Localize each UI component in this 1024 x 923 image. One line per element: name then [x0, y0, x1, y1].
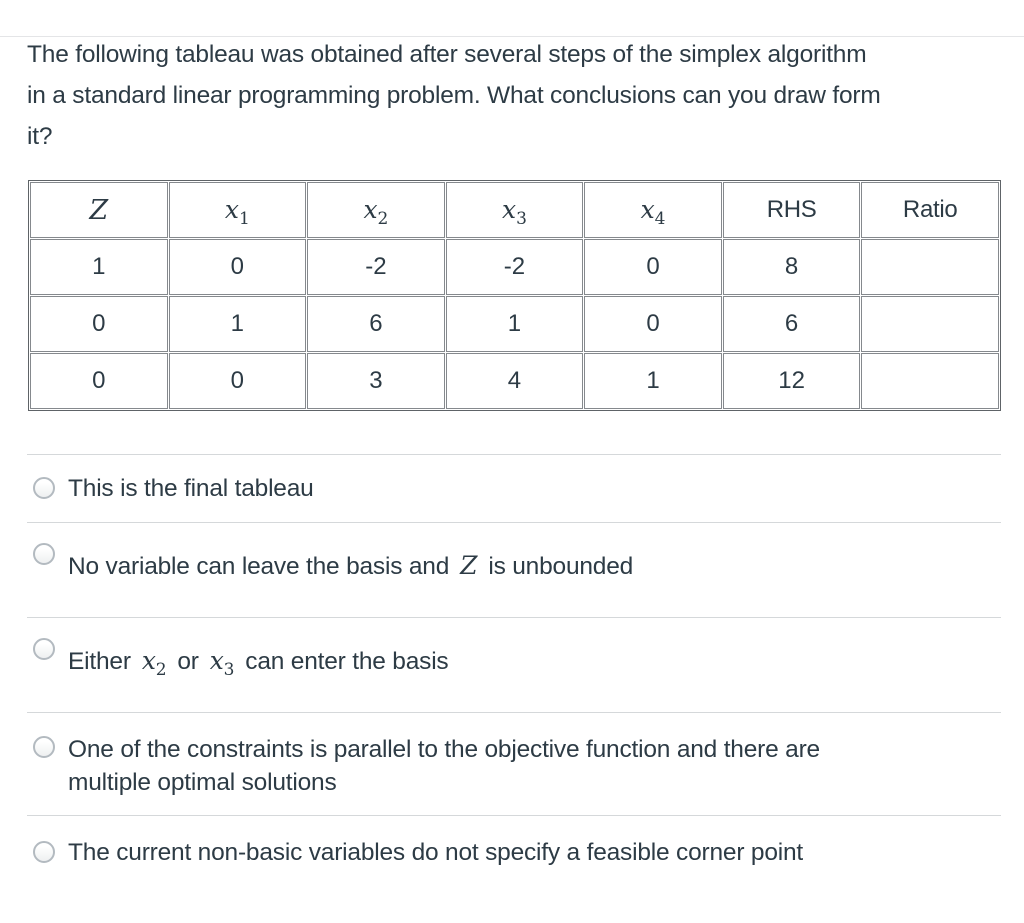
tableau-cell: 1 — [584, 353, 722, 409]
math-symbol: x — [363, 195, 378, 224]
tableau-header-row: Z x1 x2 x3 x4 RHS Ratio — [30, 182, 999, 238]
tableau-cell: 8 — [722, 239, 861, 295]
answer-text: is unbounded — [488, 553, 634, 580]
tableau-cell: 0 — [584, 296, 722, 352]
radio-button[interactable] — [33, 638, 55, 660]
answer-options: This is the final tableau No variable ca… — [27, 454, 1001, 899]
top-divider — [0, 36, 1024, 37]
radio-button[interactable] — [33, 477, 55, 499]
tableau-body: 1 0 -2 -2 0 8 0 1 6 1 0 6 0 0 3 4 1 12 — [30, 239, 999, 409]
tableau-cell: 1 — [168, 296, 307, 352]
answer-option-label: This is the final tableau — [68, 473, 314, 505]
answer-option-label: Either x2 or x3 can enter the basis — [68, 638, 449, 684]
answer-text: This is the final tableau — [68, 475, 314, 502]
answer-text: One of the constraints is parallel to th… — [68, 736, 820, 763]
tableau-cell: 3 — [307, 353, 445, 409]
math-symbol: x3 — [209, 646, 235, 680]
math-symbol: x — [502, 195, 517, 224]
answer-option-1[interactable]: This is the final tableau — [27, 454, 1001, 522]
answer-option-3[interactable]: Either x2 or x3 can enter the basis — [27, 617, 1001, 712]
tableau-cell: 0 — [168, 239, 307, 295]
answer-text: The current non-basic variables do not s… — [68, 839, 804, 866]
tableau-row: 0 1 6 1 0 6 — [30, 296, 999, 352]
answer-option-5[interactable]: The current non-basic variables do not s… — [27, 815, 1001, 899]
tableau-cell: 1 — [445, 296, 584, 352]
answer-text: Either — [68, 648, 131, 675]
simplex-tableau: Z x1 x2 x3 x4 RHS Ratio 1 0 -2 -2 0 8 0 … — [28, 180, 1001, 411]
tableau-cell: 0 — [30, 353, 168, 409]
tableau-cell: 6 — [307, 296, 445, 352]
tableau-cell: 0 — [30, 296, 168, 352]
question-line: in a standard linear programming problem… — [27, 82, 881, 109]
answer-text: No variable can leave the basis and — [68, 553, 450, 580]
tableau-cell: 1 — [30, 239, 168, 295]
tableau-cell: 12 — [722, 353, 861, 409]
tableau-cell: 6 — [722, 296, 861, 352]
math-symbol: Z — [89, 194, 109, 226]
tableau-cell: 0 — [168, 353, 307, 409]
question-text: The following tableau was obtained after… — [27, 34, 1004, 157]
tableau-cell: -2 — [445, 239, 584, 295]
col-header-x4: x4 — [584, 182, 722, 238]
radio-button[interactable] — [33, 736, 55, 758]
answer-option-label: The current non-basic variables do not s… — [68, 837, 803, 869]
math-symbol: x2 — [141, 646, 167, 680]
tableau-cell: 0 — [584, 239, 722, 295]
radio-button[interactable] — [33, 543, 55, 565]
math-symbol: x — [224, 195, 239, 224]
math-symbol: Z — [460, 551, 478, 580]
math-subscript: 1 — [238, 209, 250, 229]
math-subscript: 3 — [516, 209, 527, 229]
col-header-z: Z — [30, 182, 168, 238]
tableau-cell: 4 — [445, 353, 584, 409]
answer-option-label: One of the constraints is parallel to th… — [68, 733, 820, 799]
radio-button[interactable] — [33, 841, 55, 863]
answer-option-4[interactable]: One of the constraints is parallel to th… — [27, 712, 1001, 815]
question-line: it? — [27, 123, 53, 150]
col-header-x3: x3 — [445, 182, 584, 238]
tableau-cell: -2 — [307, 239, 445, 295]
question-line: The following tableau was obtained after… — [27, 41, 867, 68]
col-header-rhs: RHS — [722, 182, 861, 238]
answer-text: multiple optimal solutions — [68, 769, 337, 796]
tableau-cell-ratio — [861, 296, 999, 352]
tableau-cell-ratio — [861, 353, 999, 409]
tableau-header: Z x1 x2 x3 x4 RHS Ratio — [30, 182, 999, 238]
math-symbol: x — [640, 195, 655, 224]
tableau-row: 1 0 -2 -2 0 8 — [30, 239, 999, 295]
answer-text: or — [177, 648, 199, 675]
tableau-row: 0 0 3 4 1 12 — [30, 353, 999, 409]
math-subscript: 2 — [377, 209, 389, 229]
answer-text: can enter the basis — [245, 648, 449, 675]
col-header-x2: x2 — [307, 182, 445, 238]
col-header-x1: x1 — [168, 182, 307, 238]
math-subscript: 4 — [654, 209, 666, 229]
col-header-ratio: Ratio — [861, 182, 999, 238]
tableau-cell-ratio — [861, 239, 999, 295]
